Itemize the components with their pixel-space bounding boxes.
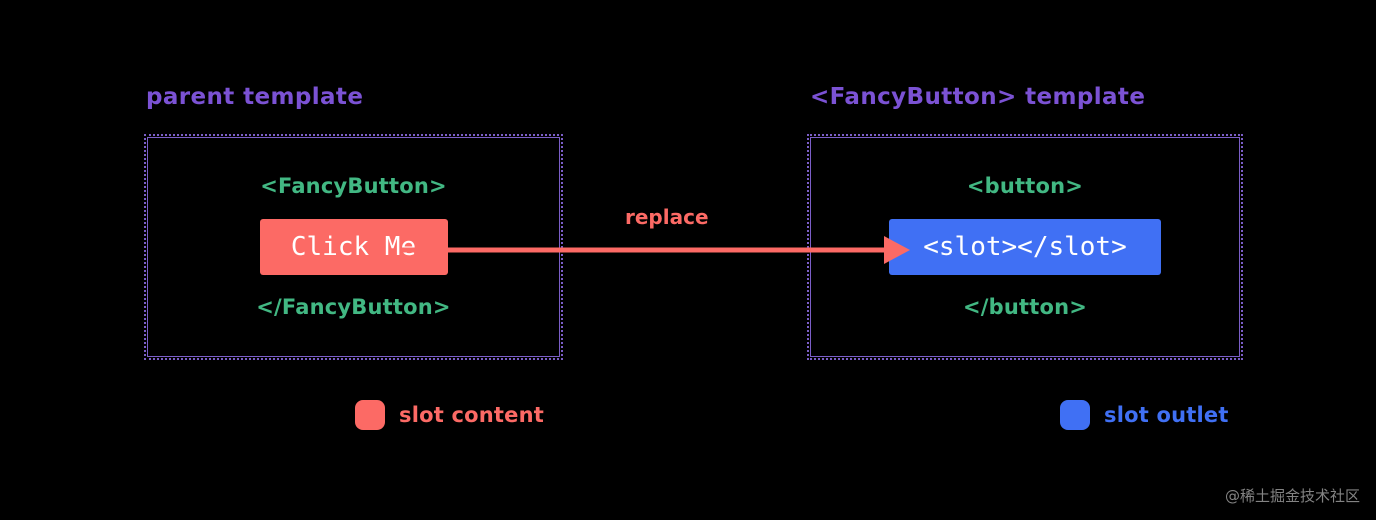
watermark: @稀土掘金技术社区 — [1224, 487, 1360, 505]
legend-slot-content: slot content — [355, 400, 544, 430]
fancybutton-template-content: <button> <slot></slot> </button> — [811, 138, 1239, 356]
replace-arrow-label: replace — [625, 205, 709, 229]
right-panel-title: <FancyButton> template — [810, 84, 1146, 110]
button-open-tag: <button> — [966, 174, 1084, 198]
slot-outlet-label: slot outlet — [1104, 403, 1229, 427]
slot-outlet-swatch-icon — [1060, 400, 1090, 430]
fancybutton-close-tag: </FancyButton> — [256, 295, 451, 319]
replace-arrow-icon — [400, 236, 910, 264]
slot-content-swatch-icon — [355, 400, 385, 430]
slot-content-label: slot content — [399, 403, 544, 427]
parent-template-content: <FancyButton> Click Me </FancyButton> — [148, 138, 559, 356]
click-me-button[interactable]: Click Me — [259, 219, 448, 275]
fancybutton-open-tag: <FancyButton> — [260, 174, 447, 198]
legend-slot-outlet: slot outlet — [1060, 400, 1229, 430]
left-panel-title: parent template — [146, 84, 364, 110]
slot-outlet-chip[interactable]: <slot></slot> — [889, 219, 1161, 275]
button-close-tag: </button> — [962, 295, 1088, 319]
